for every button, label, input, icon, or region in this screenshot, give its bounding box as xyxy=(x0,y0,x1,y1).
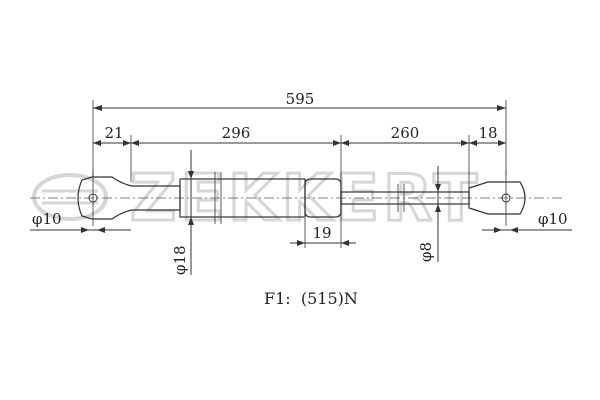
left-eye-fitting xyxy=(77,176,181,220)
dim-body-label: 296 xyxy=(222,124,251,142)
dim-rod-diameter-label: φ8 xyxy=(417,242,435,262)
dim-overall-label: 595 xyxy=(286,90,315,108)
dim-right-end-label: 18 xyxy=(478,124,497,142)
dim-arrows-rod-diameter xyxy=(435,184,441,212)
dim-offset-label: 19 xyxy=(312,224,331,242)
dim-rod-label: 260 xyxy=(391,124,420,142)
watermark-logo: ZEKKERT xyxy=(32,161,481,238)
force-label: F1: (515)N xyxy=(264,289,358,308)
right-eye-fitting xyxy=(468,181,526,215)
dim-body-diameter-label: φ18 xyxy=(171,245,189,275)
watermark-text: ZEKKERT xyxy=(130,162,481,236)
dim-left-end-label: 21 xyxy=(104,124,123,142)
dim-arrows-right-eye xyxy=(494,227,518,233)
dim-arrows-left-eye xyxy=(81,227,105,233)
dim-right-eye-label: φ10 xyxy=(538,210,568,228)
dim-left-eye-label: φ10 xyxy=(32,210,62,228)
